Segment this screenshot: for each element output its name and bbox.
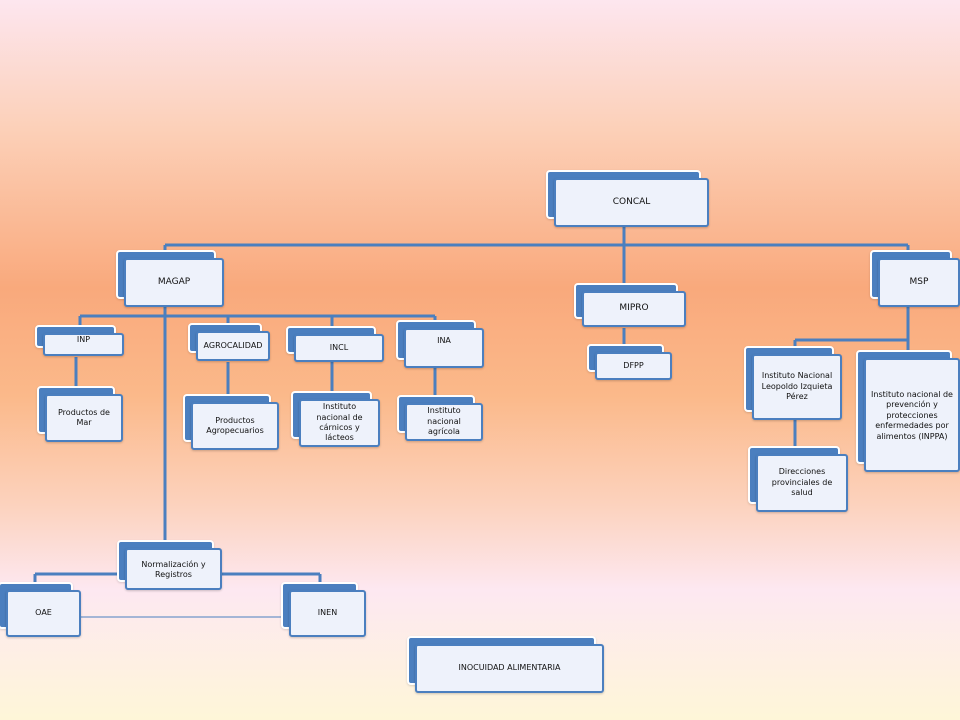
node-instituto-inppa: Instituto nacional de prevención y prote… <box>856 350 960 472</box>
node-inocuidad: INOCUIDAD ALIMENTARIA <box>407 636 604 693</box>
node-mipro-label: MIPRO <box>582 291 686 327</box>
node-productos-mar: Productos de Mar <box>37 386 123 442</box>
node-instituto-izquieta: Instituto Nacional Leopoldo Izquieta Pér… <box>744 346 842 420</box>
node-dfpp-label: DFPP <box>595 352 672 380</box>
node-concal: CONCAL <box>546 170 709 227</box>
node-incl: INCL <box>286 326 384 362</box>
node-agrocalidad-label: AGROCALIDAD <box>196 331 270 361</box>
node-ina-label: INA <box>404 328 484 368</box>
node-mipro: MIPRO <box>574 283 686 327</box>
node-instituto-carnicos: Instituto nacional de cárnicos y lácteos <box>291 391 380 447</box>
node-normalizacion: Normalización y Registros <box>117 540 222 590</box>
node-inp-label: INP <box>43 333 124 356</box>
node-instituto-izquieta-label: Instituto Nacional Leopoldo Izquieta Pér… <box>752 354 842 420</box>
node-agrocalidad: AGROCALIDAD <box>188 323 270 361</box>
node-productos-agro-label: Productos Agropecuarios <box>191 402 279 450</box>
node-instituto-agricola-label: Instituto nacional agrícola <box>405 403 483 441</box>
node-oae-label: OAE <box>6 590 81 637</box>
node-dfpp: DFPP <box>587 344 672 380</box>
node-productos-mar-label: Productos de Mar <box>45 394 123 442</box>
node-direcciones-salud-label: Direcciones provinciales de salud <box>756 454 848 512</box>
node-inocuidad-label: INOCUIDAD ALIMENTARIA <box>415 644 604 693</box>
node-incl-label: INCL <box>294 334 384 362</box>
node-magap: MAGAP <box>116 250 224 307</box>
node-magap-label: MAGAP <box>124 258 224 307</box>
node-inen-label: INEN <box>289 590 366 637</box>
node-instituto-inppa-label: Instituto nacional de prevención y prote… <box>864 358 960 472</box>
node-productos-agro: Productos Agropecuarios <box>183 394 279 450</box>
node-oae: OAE <box>0 582 81 637</box>
node-concal-label: CONCAL <box>554 178 709 227</box>
node-direcciones-salud: Direcciones provinciales de salud <box>748 446 848 512</box>
node-ina: INA <box>396 320 484 368</box>
node-inen: INEN <box>281 582 366 637</box>
node-instituto-carnicos-label: Instituto nacional de cárnicos y lácteos <box>299 399 380 447</box>
node-msp: MSP <box>870 250 960 307</box>
node-instituto-agricola: Instituto nacional agrícola <box>397 395 483 441</box>
node-normalizacion-label: Normalización y Registros <box>125 548 222 590</box>
node-msp-label: MSP <box>878 258 960 307</box>
node-inp: INP <box>35 325 124 356</box>
